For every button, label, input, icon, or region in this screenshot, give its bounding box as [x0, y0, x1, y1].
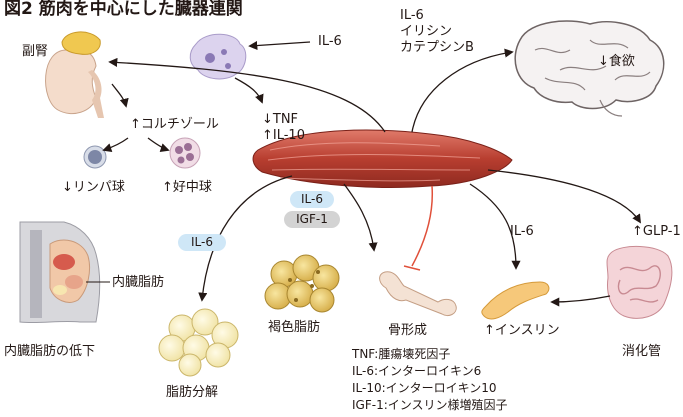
arrow-muscle-to-adrenal — [108, 57, 386, 133]
brain-signal-cathepsin: カテプシンB — [400, 40, 474, 55]
arrow-muscle-to-gut — [487, 169, 641, 224]
bone-formation-label: 骨形成 — [388, 323, 428, 338]
abbreviation-legend: TNF:腫瘍壊死因子 IL-6:インターロイキン6 IL-10:インターロイキン… — [352, 346, 508, 414]
il6-pancreas-label: IL-6 — [510, 224, 534, 239]
adrenal-kidney-illustration — [45, 31, 104, 118]
insulin-label: ↑インスリン — [484, 323, 560, 338]
arrow-muscle-to-brain — [411, 48, 514, 133]
lymphocyte-label: ↓リンパ球 — [62, 180, 125, 195]
arrow-gut-to-pancreas — [550, 295, 611, 307]
bone-illustration — [379, 271, 457, 317]
glp1-label: ↑GLP-1 — [632, 224, 681, 239]
igf1-badge: IGF-1 — [284, 211, 340, 228]
page-title: 図2 筋肉を中心にした臓器連関 — [4, 0, 243, 19]
cortisol-label: ↑コルチゾール — [130, 117, 219, 132]
lymphocyte-nucleus — [88, 150, 102, 164]
il6-brown-fat-badge: IL-6 — [290, 191, 334, 208]
visceral-fat-decrease-label: 内臓脂肪の低下 — [4, 344, 96, 359]
arrow-cortisol-to-neutrophil — [147, 137, 170, 153]
appetite-label: ↓食欲 — [598, 54, 635, 69]
arrow-adrenal-to-cortisol — [111, 83, 129, 108]
arrow-muscle-to-lipolysis — [198, 175, 293, 302]
lipolysis-fat-cells — [158, 308, 239, 377]
brown-fat-label: 褐色脂肪 — [268, 320, 321, 335]
visceral-fat-illustration — [19, 221, 110, 324]
arrow-muscle-to-bone — [343, 183, 378, 252]
legend-item-tnf: TNF:腫瘍壊死因子 — [352, 347, 451, 361]
brain-illustration — [514, 20, 665, 117]
pancreas-illustration — [481, 281, 550, 320]
visceral-fat-label: 内臓脂肪 — [112, 275, 165, 290]
macrophage-illustration — [189, 33, 247, 80]
lipolysis-label: 脂肪分解 — [166, 385, 219, 400]
il6-macrophage-label: IL-6 — [318, 34, 342, 49]
il6-lipolysis-badge: IL-6 — [178, 234, 226, 251]
arrow-muscle-to-macrophage — [248, 40, 311, 51]
neutrophil-cell — [169, 137, 201, 169]
brain-signal-irisin: イリシン — [400, 24, 453, 39]
neutrophil-label: ↑好中球 — [162, 180, 212, 195]
legend-item-il6: IL-6:インターロイキン6 — [352, 364, 482, 378]
legend-item-igf1: IGF-1:インスリン様増殖因子 — [352, 398, 508, 412]
arrow-cortisol-to-lymphocyte — [102, 137, 129, 153]
adrenal-label: 副腎 — [22, 44, 49, 59]
arrow-muscle-to-pancreas — [469, 183, 521, 270]
il10-label: ↑IL-10 — [262, 128, 305, 143]
gut-label: 消化管 — [622, 344, 662, 359]
brain-signal-il6: IL-6 — [400, 8, 424, 23]
gut-illustration — [606, 245, 673, 319]
inhibition-muscle-to-bone — [403, 185, 434, 271]
brown-fat-cells — [264, 254, 340, 313]
arrow-macrophage-to-tnf — [234, 77, 264, 104]
muscle-illustration — [252, 129, 513, 188]
legend-item-il10: IL-10:インターロイキン10 — [352, 381, 497, 395]
tnf-label: ↓TNF — [262, 112, 299, 127]
arrows — [102, 40, 641, 307]
